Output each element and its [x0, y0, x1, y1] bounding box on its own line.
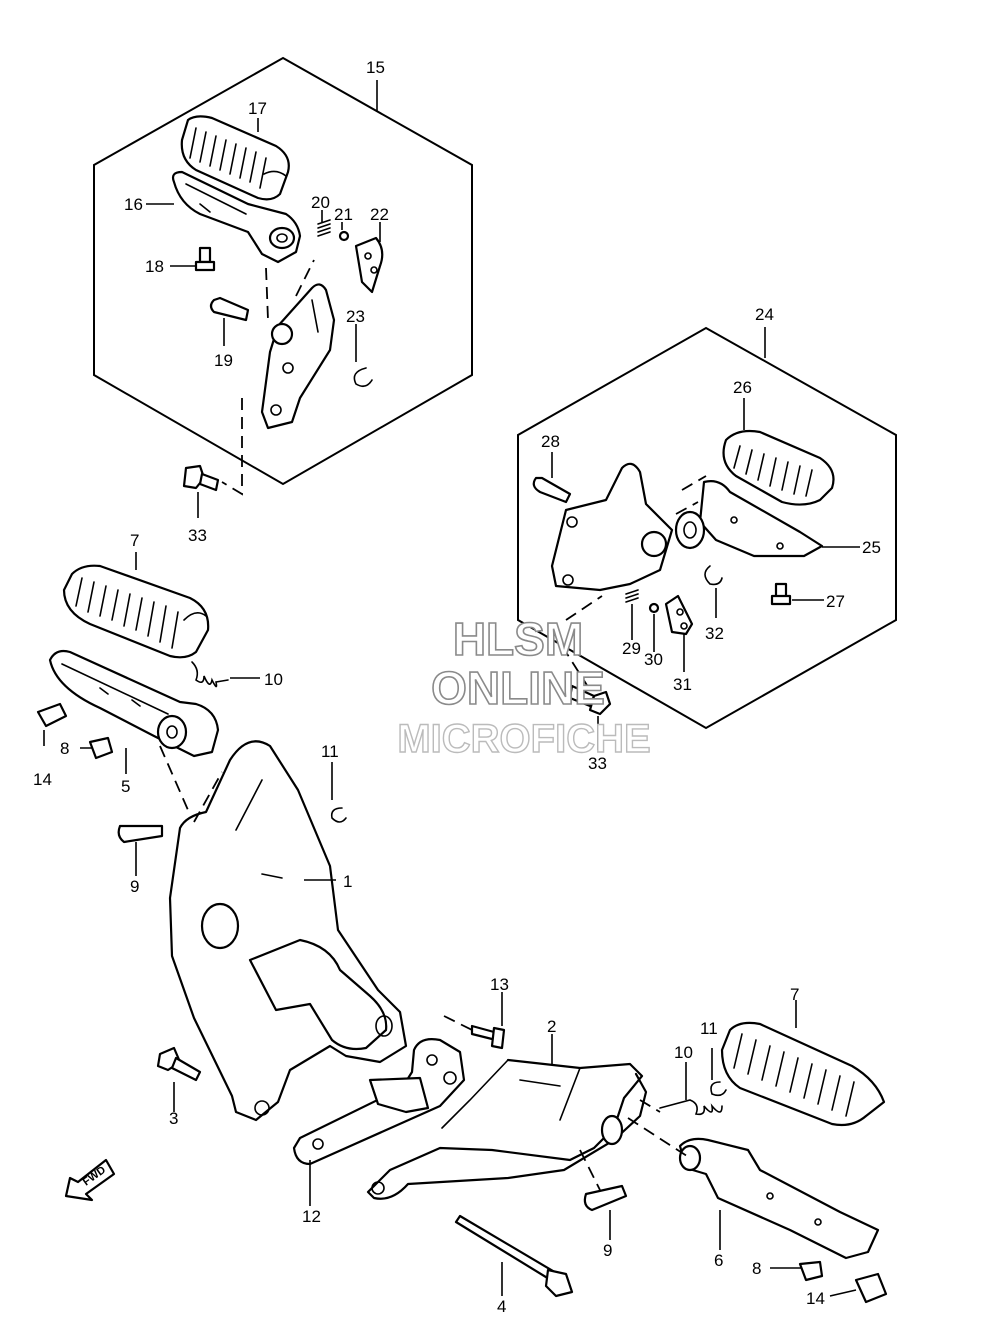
callout-14-right: 14	[806, 1289, 825, 1308]
footpeg-16	[171, 170, 302, 264]
callout-24: 24	[755, 305, 774, 324]
cap-8-left	[88, 736, 114, 760]
callout-11-right: 11	[700, 1019, 718, 1038]
bolt-3	[156, 1046, 202, 1082]
callout-2: 2	[547, 1017, 556, 1036]
pin-19	[209, 296, 250, 322]
fwd-arrow-icon	[64, 1158, 116, 1202]
cap-8-right	[798, 1260, 824, 1282]
eclip-11-right	[710, 1081, 727, 1097]
callout-6: 6	[714, 1251, 723, 1270]
spring-10-left	[191, 661, 229, 688]
callout-4: 4	[497, 1297, 506, 1316]
callout-16: 16	[124, 195, 143, 214]
footpeg-rubber-17	[180, 115, 290, 201]
watermark: HLSM ONLINE MICROFICHE	[397, 612, 652, 762]
footpeg-5	[48, 649, 220, 758]
bolt-27	[770, 582, 792, 606]
eclip-32	[704, 565, 723, 586]
callout-13: 13	[490, 975, 509, 994]
callout-25: 25	[862, 538, 881, 557]
group-box-24	[517, 326, 897, 730]
eclip-11-left	[330, 807, 347, 823]
eclip-23	[353, 367, 373, 388]
footpeg-bracket-right	[550, 462, 674, 592]
footpeg-bracket-upper	[260, 283, 336, 430]
footpeg-25	[674, 480, 824, 558]
callout-11-left: 11	[321, 742, 339, 761]
bolt-13	[470, 1024, 506, 1050]
ball-30	[648, 602, 660, 614]
callout-30: 30	[644, 650, 663, 669]
callout-8-left: 8	[60, 739, 69, 758]
callout-33-right: 33	[588, 754, 607, 773]
callout-10-left: 10	[264, 670, 283, 689]
footpeg-rubber-7-left	[62, 564, 210, 659]
footpeg-rubber-26	[722, 429, 835, 506]
callout-3: 3	[169, 1109, 178, 1128]
pin-9-right	[583, 1184, 628, 1212]
callout-17: 17	[248, 99, 267, 118]
callout-18: 18	[145, 257, 164, 276]
callout-33-upper: 33	[188, 526, 207, 545]
callout-29: 29	[622, 639, 641, 658]
callout-15: 15	[366, 58, 385, 77]
watermark-line-1: HLSM	[453, 613, 583, 665]
spring-10-right	[659, 1099, 723, 1116]
callout-31: 31	[673, 675, 692, 694]
callout-14-left: 14	[33, 770, 52, 789]
callout-7-left: 7	[130, 531, 139, 550]
bolt-4	[454, 1214, 574, 1298]
footpeg-6	[678, 1137, 880, 1260]
bolt-18	[194, 246, 216, 272]
callout-32: 32	[705, 624, 724, 643]
callout-27: 27	[826, 592, 845, 611]
callout-19: 19	[214, 351, 233, 370]
adjuster-14-right	[854, 1272, 888, 1304]
callout-26: 26	[733, 378, 752, 397]
plate-22	[354, 236, 384, 294]
pin-9-left	[117, 824, 164, 844]
heel-guard-2	[366, 1058, 648, 1200]
footpeg-rubber-7-right	[720, 1021, 886, 1127]
callout-28: 28	[541, 432, 560, 451]
plate-31	[664, 594, 694, 636]
watermark-line-3: MICROFICHE	[397, 717, 650, 761]
spring-20	[317, 219, 331, 237]
adjuster-14-left	[36, 702, 68, 728]
callout-8-right: 8	[752, 1259, 761, 1278]
spring-29	[625, 589, 639, 603]
watermark-line-2: ONLINE	[431, 662, 605, 714]
callout-22: 22	[370, 205, 389, 224]
callout-1: 1	[343, 872, 352, 891]
group-box-15	[93, 56, 473, 486]
callout-5: 5	[121, 777, 130, 796]
bolt-33-right	[568, 684, 612, 716]
callout-numbers: 15 17 16 20 21 22 18 19 23 33 24 26 28 2…	[33, 58, 881, 1316]
callout-10-right: 10	[674, 1043, 693, 1062]
bolt-33-upper	[182, 464, 220, 492]
main-bracket-1	[168, 740, 408, 1122]
callout-7-right: 7	[790, 985, 799, 1004]
callout-21: 21	[334, 205, 353, 224]
callout-23: 23	[346, 307, 365, 326]
pin-28	[532, 476, 572, 504]
ball-21	[338, 230, 350, 242]
callout-9-right: 9	[603, 1241, 612, 1260]
callout-9-left: 9	[130, 877, 139, 896]
callout-20: 20	[311, 193, 330, 212]
callout-12: 12	[302, 1207, 321, 1226]
